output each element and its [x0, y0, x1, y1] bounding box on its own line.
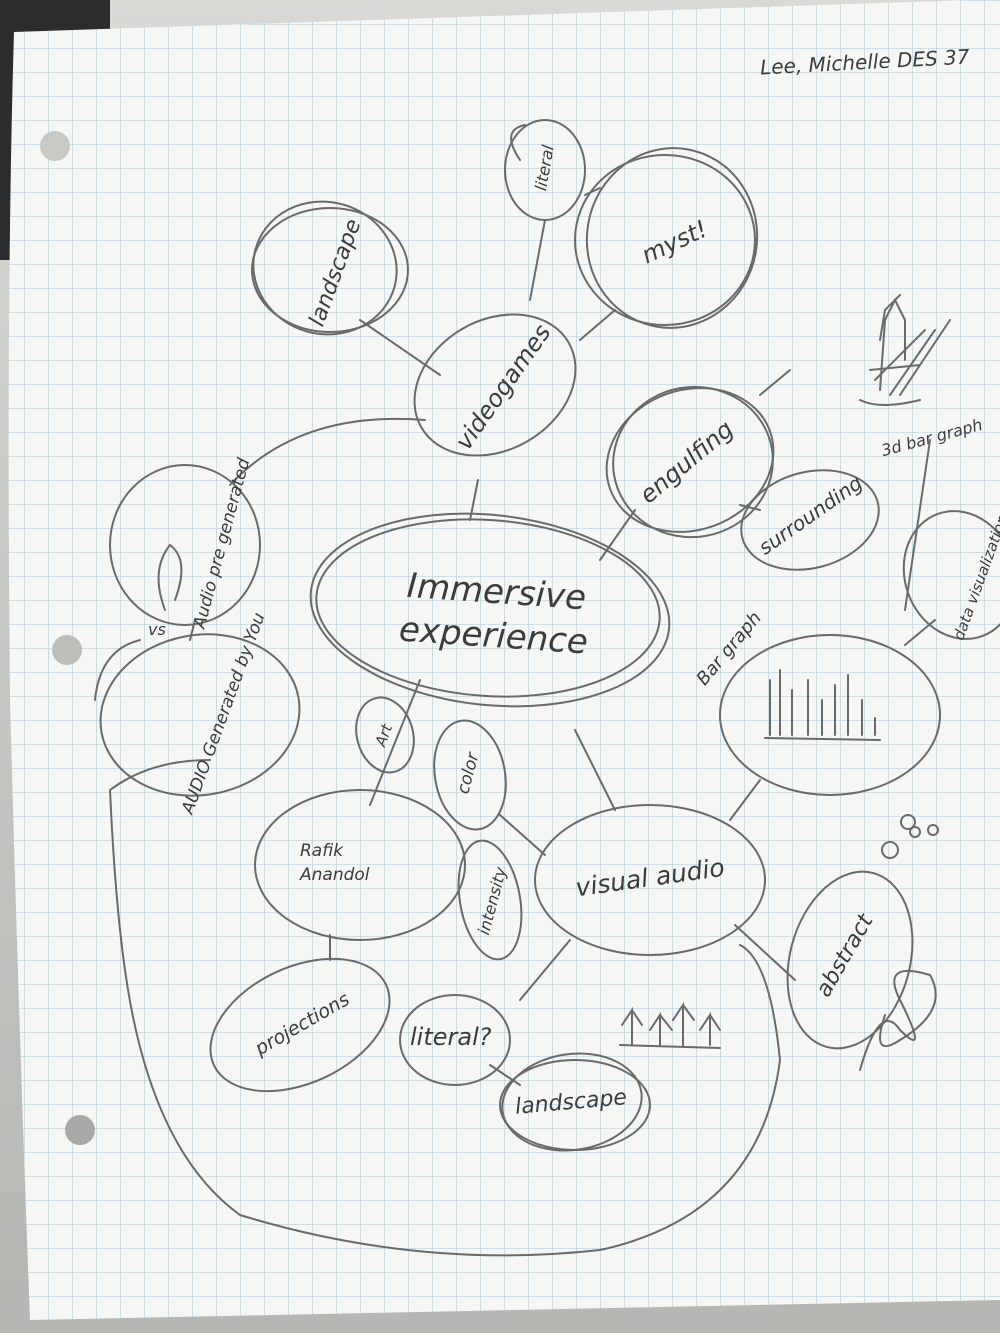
abstract-node [786, 870, 914, 1050]
intensity-node [457, 839, 523, 961]
binder-hole-middle [52, 635, 82, 665]
audio-generated-node [99, 633, 301, 797]
connector-center-videogames [469, 479, 479, 521]
grid-lines [8, 0, 1000, 1320]
literal-bottom-label: literal? [410, 1023, 492, 1051]
connector-literal-landscape [489, 1064, 521, 1086]
myst-node-outline [585, 147, 759, 329]
abstract-squiggle [859, 970, 937, 1071]
videogames-node [413, 313, 577, 457]
center-node-outline-inner [315, 518, 661, 698]
connector-color-visualaudio [499, 814, 546, 856]
connector-bargraph-visualaudio [729, 779, 761, 821]
connector-datavis-bargraph [904, 619, 936, 646]
landscape-top-node-outline [252, 200, 398, 336]
surrounding-node [740, 469, 880, 571]
connector-engulfing-surrounding [739, 504, 761, 511]
literal-curl [510, 124, 526, 161]
connector-audio-vs [189, 619, 196, 641]
connector-center-visualaudio [574, 729, 616, 811]
vs-label: vs [148, 620, 166, 639]
connector-engulfing-tick [759, 369, 791, 396]
engulfing-node [605, 387, 775, 533]
landscape-top-node [251, 207, 409, 333]
bar-graph-node [719, 634, 941, 796]
visual-audio-node [534, 804, 766, 956]
rafik-node [254, 789, 466, 941]
enclosure-loop [108, 759, 782, 1257]
connector-videogames-myst [579, 309, 616, 341]
connector-videogames-landscape [359, 319, 441, 376]
audio-curl-2 [94, 639, 141, 701]
dot-circle-4 [927, 824, 939, 836]
dot-circle-1 [881, 841, 899, 859]
projections-node [209, 957, 391, 1093]
trees-sketch [619, 1001, 721, 1049]
dot-circle-2 [900, 814, 916, 830]
color-node [433, 719, 507, 831]
connector-literal-myst [584, 187, 601, 196]
art-node [355, 696, 415, 774]
engulfing-node-outline [612, 385, 774, 539]
connector-visualaudio-abstract [734, 924, 796, 981]
connector-videogames-literal [529, 219, 546, 301]
center-node-outline [309, 512, 671, 708]
binder-hole-bottom [65, 1115, 95, 1145]
binder-hole-top [40, 131, 70, 161]
connector-center-engulfing [599, 509, 636, 561]
audio-pregenerated-node [109, 464, 261, 626]
3d-bar-sketch [859, 294, 951, 406]
landscape-bottom-node-outline [501, 1052, 643, 1152]
audio-curl [157, 543, 183, 611]
bar-chart-sketch [764, 669, 881, 741]
connector-videogames-audio [229, 417, 426, 486]
myst-node [574, 154, 756, 326]
rafik-label: Rafik Anandol [300, 841, 370, 885]
center-node-label: Immersive experience [397, 565, 590, 663]
connector-center-art [369, 679, 421, 806]
dot-circle-3 [909, 826, 921, 838]
connector-3d-datavis [904, 439, 931, 611]
connector-visualaudio-literal [519, 939, 571, 1001]
literal-bottom-node [399, 994, 511, 1086]
